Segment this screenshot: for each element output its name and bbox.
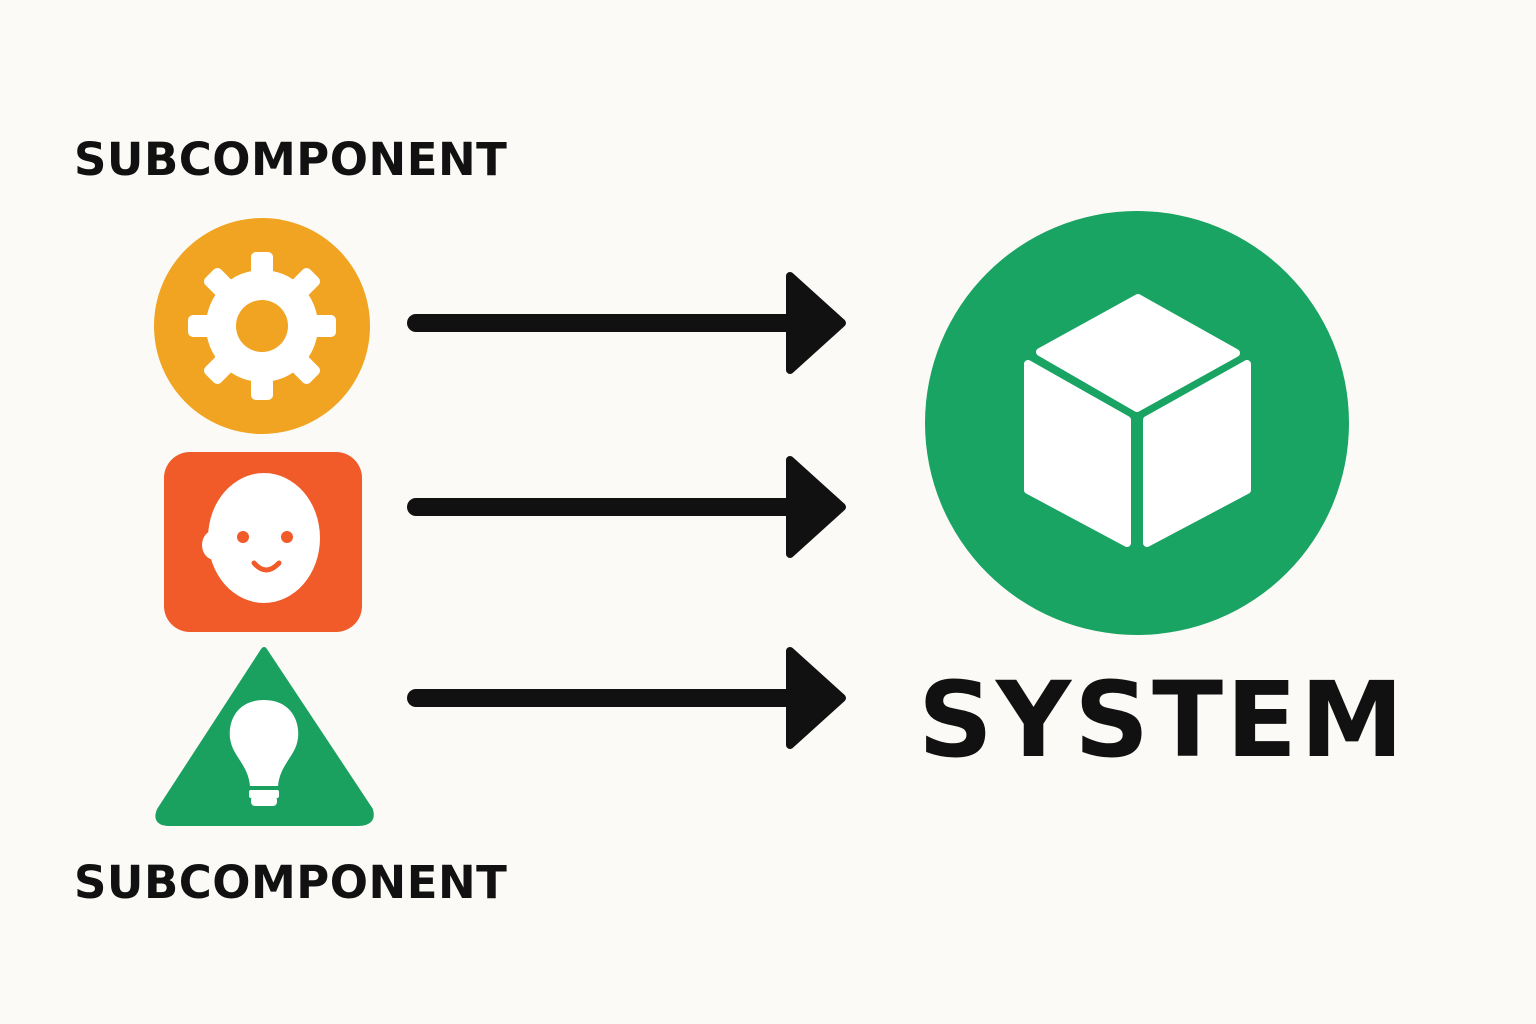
subcomponent-label-top: SUBCOMPONENT — [74, 133, 508, 186]
gear-icon — [188, 252, 336, 400]
arrow-3 — [407, 647, 846, 749]
lightbulb-icon — [229, 700, 299, 806]
system-label: SYSTEM — [918, 659, 1407, 781]
system-node — [925, 211, 1349, 635]
lightbulb-subcomponent — [155, 647, 374, 826]
arrow-1 — [407, 272, 846, 374]
face-icon — [202, 473, 320, 603]
subcomponent-label-bottom: SUBCOMPONENT — [74, 856, 508, 909]
face-subcomponent — [164, 452, 362, 632]
gear-subcomponent — [154, 218, 370, 434]
cube-icon — [1024, 294, 1251, 547]
arrow-2 — [407, 456, 846, 558]
system-circle-background — [925, 211, 1349, 635]
